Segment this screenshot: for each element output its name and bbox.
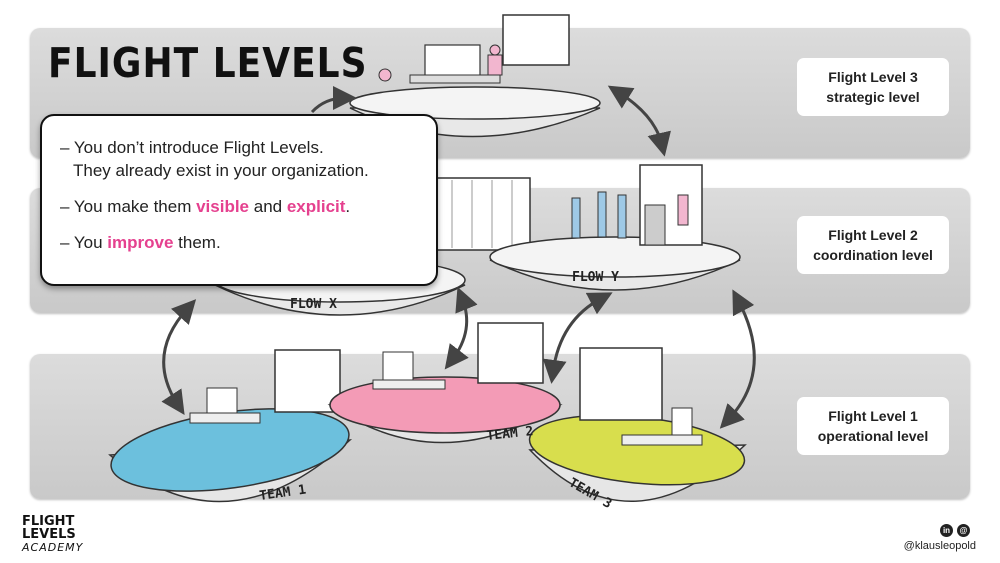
- social-handle[interactable]: @klausleopold: [903, 540, 976, 552]
- team-1-platform: [108, 349, 353, 503]
- callout-line-3-pre: – You: [60, 233, 108, 252]
- callout-line-1a: – You don’t introduce Flight Levels.: [60, 138, 324, 157]
- team-2-platform: [327, 322, 563, 444]
- callout-line-2-pre: – You make them: [60, 197, 197, 216]
- connection-arrows: [161, 85, 756, 429]
- threads-icon[interactable]: @: [957, 524, 970, 537]
- highlight-visible: visible: [196, 197, 250, 216]
- callout-line-2: – You make them visible and explicit.: [60, 195, 436, 218]
- callout-line-3-post: them.: [173, 233, 221, 252]
- callout-line-2-mid: and: [249, 197, 287, 216]
- linkedin-icon[interactable]: in: [940, 524, 953, 537]
- highlight-explicit: explicit: [286, 197, 346, 216]
- level-3-label: Flight Level 3 strategic level: [797, 58, 949, 116]
- key-message-callout: – You don’t introduce Flight Levels. The…: [40, 114, 438, 286]
- page-title: FLIGHT LEVELS: [48, 40, 368, 88]
- callout-line-1b: They already exist in your organization.: [73, 161, 369, 180]
- level-2-label: Flight Level 2 coordination level: [797, 216, 949, 274]
- level-1-desc: operational level: [817, 428, 929, 444]
- flow-y-platform: [489, 164, 741, 291]
- level-2-name: Flight Level 2: [828, 227, 918, 243]
- callout-line-2-post: .: [345, 197, 351, 216]
- highlight-improve: improve: [107, 233, 174, 252]
- team-2-label: TEAM 2: [486, 424, 534, 444]
- logo-line-2: LEVELS: [22, 527, 76, 542]
- callout-line-3: – You improve them.: [60, 231, 436, 254]
- logo-line-1: FLIGHT: [22, 514, 75, 529]
- flow-x-label: FLOW X: [290, 297, 337, 312]
- level-1-name: Flight Level 1: [828, 408, 918, 424]
- logo-line-3: ACADEMY: [22, 541, 84, 554]
- level-3-desc: strategic level: [826, 89, 920, 105]
- level-3-name: Flight Level 3: [828, 69, 918, 85]
- level-2-desc: coordination level: [813, 247, 933, 263]
- team-1-label: TEAM 1: [258, 483, 307, 504]
- level-1-label: Flight Level 1 operational level: [797, 397, 949, 455]
- flight-levels-academy-logo: FLIGHT LEVELS ACADEMY: [22, 515, 83, 554]
- flow-y-label: FLOW Y: [572, 270, 619, 285]
- team-3-platform: [528, 347, 747, 502]
